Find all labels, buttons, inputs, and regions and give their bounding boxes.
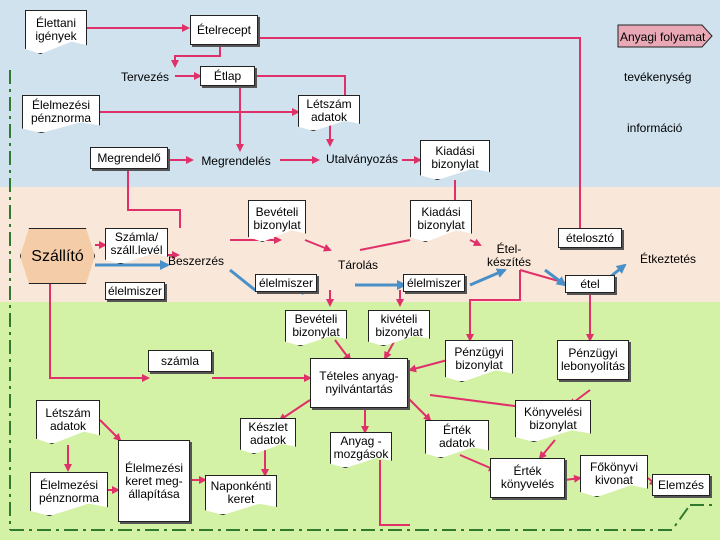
foodstuff-right-node: élelmiszer — [403, 274, 465, 292]
foodstuff-left-node: élelmiszer — [105, 282, 165, 300]
headcount-data-bottom-node: Létszám adatok — [36, 400, 100, 444]
financial-voucher-node: Pénzügyi bizonylat — [445, 340, 513, 382]
meal-node: étel — [565, 275, 615, 293]
food-budget-setting-node: Élelmezési keret meg-állapítása — [118, 440, 190, 522]
receipt-voucher-bottom-node: Bevételi bizonylat — [285, 310, 347, 346]
analysis-node: Elemzés — [652, 474, 710, 496]
issue-voucher-top-node: Kiadási bizonylat — [420, 140, 490, 180]
material-movements-node: Anyag -mozgások — [330, 432, 392, 468]
invoice-node: számla — [148, 350, 212, 372]
legend-markers — [617, 24, 713, 48]
recipe-node: Ételrecept — [190, 15, 258, 45]
dashed-dividers — [9, 70, 715, 531]
authorization-label: Utalványozás — [325, 151, 399, 166]
planning-label: Tervezés — [120, 69, 170, 84]
receipt-voucher-mid-node: Bevételi bizonylat — [248, 200, 306, 242]
meal-preparation-label: Étel-készítés — [486, 242, 531, 269]
food-budget-norm-node: Élelmezési pénznorma — [22, 95, 100, 133]
foodstuff-center-node: élelmiszer — [255, 274, 317, 292]
procurement-label: Beszerzés — [167, 253, 225, 268]
value-bookkeeping-node: Érték könyvelés — [490, 458, 565, 498]
legend-activity: tevékenység — [624, 70, 692, 84]
ordering-label: Megrendelés — [201, 153, 271, 168]
food-distributor-node: ételosztó — [558, 228, 622, 248]
storage-label: Tárolás — [337, 257, 378, 272]
itemized-inventory-node: Tételes anyag-nyilvántartás — [310, 358, 408, 408]
menu-node: Étlap — [200, 66, 255, 86]
catering-label: Étkeztetés — [639, 251, 697, 266]
financial-settlement-node: Pénzügyi lebonyolítás — [557, 340, 629, 380]
legend-information: információ — [627, 121, 683, 135]
legend-material-flow: Anyagi folyamat — [620, 30, 706, 44]
supplier-node: Szállító — [20, 228, 95, 284]
customer-node: Megrendelő — [90, 147, 168, 169]
